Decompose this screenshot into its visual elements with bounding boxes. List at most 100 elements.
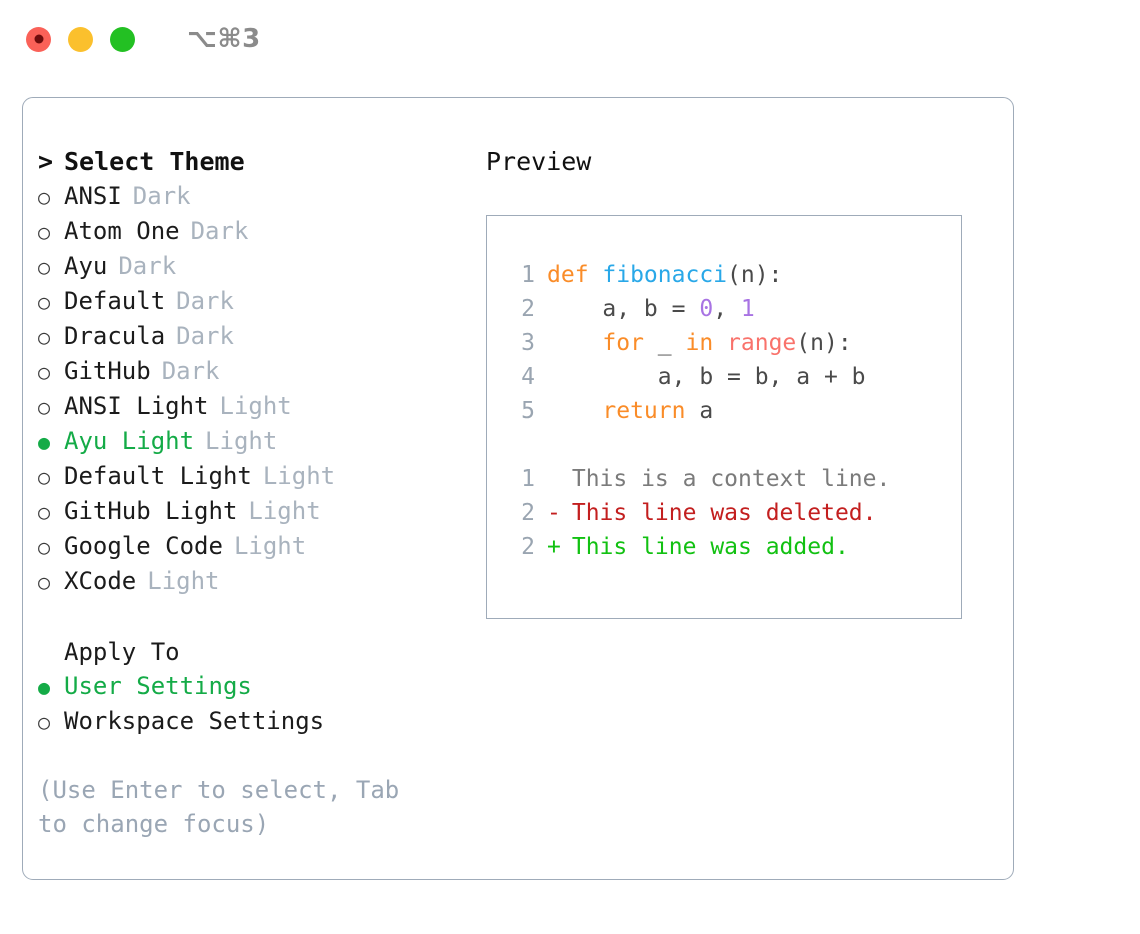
radio-unselected-icon: ○ (38, 535, 51, 559)
code-token-pl: a, b = (547, 296, 700, 322)
spacer (487, 428, 961, 462)
theme-option-label: ANSI Light (64, 392, 209, 420)
radio-unselected-icon: ○ (38, 255, 51, 279)
radio-unselected-icon: ○ (38, 220, 51, 244)
theme-option-label: Ayu (64, 252, 108, 280)
code-token-pl (547, 398, 602, 424)
theme-option-variant-tag: Light (262, 462, 336, 490)
window-controls (26, 26, 135, 52)
apply-to-heading-label: Apply To (64, 638, 180, 666)
theme-option-variant-tag: Dark (118, 252, 177, 280)
theme-option[interactable]: ○ GitHub Light Light (38, 494, 468, 529)
code-line-number: 3 (521, 330, 535, 356)
code-token-pl (547, 330, 602, 356)
code-token-pl: a, b = b, a + b (547, 364, 866, 390)
code-token-call: range (727, 330, 797, 356)
theme-option-variant-tag: Dark (190, 217, 249, 245)
code-token-pl: a (685, 398, 714, 424)
code-line: 1 def fibonacci(n): (487, 258, 961, 292)
close-button-icon[interactable] (26, 26, 51, 52)
diff-line-number: 2 (521, 500, 535, 526)
code-token-kw: for (602, 330, 644, 356)
preview-title: Preview (486, 147, 592, 176)
theme-option-label: XCode (64, 567, 137, 595)
theme-option-variant-tag: Dark (176, 322, 234, 350)
code-token-pl: _ (643, 330, 686, 356)
code-token-kw: return (602, 398, 686, 424)
code-token-pl: , (713, 296, 741, 322)
caret-icon: > (38, 147, 54, 176)
radio-unselected-icon: ○ (38, 465, 51, 489)
code-line-text: def fibonacci(n): (547, 258, 782, 292)
code-token-num: 0 (699, 296, 714, 322)
code-token-fn: fibonacci (602, 262, 728, 288)
diff-line-body: This line was deleted. (558, 500, 877, 526)
apply-to-list: ●User Settings○Workspace Settings (38, 669, 468, 739)
code-line-number: 1 (521, 262, 535, 288)
title-bar: ⌥⌘3 (0, 0, 1140, 78)
code-line-number: 5 (521, 398, 535, 424)
radio-unselected-icon: ○ (38, 360, 51, 384)
zoom-button-icon[interactable] (110, 26, 135, 52)
theme-option-variant-tag: Light (248, 497, 321, 525)
theme-option-variant-tag: Dark (176, 287, 234, 315)
diff-line-number: 2 (521, 534, 535, 560)
radio-unselected-icon: ○ (38, 185, 51, 209)
theme-option-variant-tag: Dark (161, 357, 220, 385)
code-token-num: 1 (740, 296, 755, 322)
diff-sample: 1 This is a context line.2- This line wa… (487, 462, 961, 564)
theme-option-label: Default (64, 287, 166, 315)
diff-line-body: This is a context line. (558, 466, 891, 492)
code-line: 5 return a (487, 394, 961, 428)
theme-option-variant-tag: Dark (132, 182, 191, 210)
select-theme-heading: > Select Theme (38, 145, 468, 179)
code-line-text: a, b = b, a + b (547, 360, 866, 394)
theme-option-label: Ayu Light (64, 427, 195, 455)
diff-line-body: This line was added. (558, 534, 849, 560)
code-token-kw: in (685, 330, 714, 356)
code-token-pl: (n): (727, 262, 783, 288)
diff-sign: + (547, 534, 561, 560)
apply-to-option-label: Workspace Settings (64, 707, 325, 735)
select-theme-heading-label: Select Theme (64, 147, 245, 176)
apply-to-heading: Apply To (38, 635, 468, 669)
spacer (38, 599, 468, 635)
theme-option-variant-tag: Light (205, 427, 278, 455)
minimize-button-icon[interactable] (68, 26, 93, 52)
diff-line-number: 1 (521, 466, 535, 492)
diff-line: 2- This line was deleted. (487, 496, 961, 530)
code-line-text: return a (547, 394, 713, 428)
theme-option-variant-tag: Light (147, 567, 220, 595)
radio-unselected-icon: ○ (38, 500, 51, 524)
diff-sign: - (547, 500, 561, 526)
code-line: 3 for _ in range(n): (487, 326, 961, 360)
code-line-number: 2 (521, 296, 535, 322)
theme-option-variant-tag: Light (219, 392, 292, 420)
keyboard-hint-text: (Use Enter to select, Tab to change focu… (38, 776, 400, 838)
keyboard-shortcut-label: ⌥⌘3 (187, 24, 261, 54)
apply-to-option[interactable]: ●User Settings (38, 669, 468, 704)
theme-option[interactable]: ● Ayu Light Light (38, 424, 468, 459)
radio-selected-icon: ● (38, 430, 51, 454)
diff-line: 1 This is a context line. (487, 462, 961, 496)
apply-to-option[interactable]: ○Workspace Settings (38, 704, 468, 739)
code-line: 2 a, b = 0, 1 (487, 292, 961, 326)
code-token-kw: def (547, 262, 603, 288)
theme-option[interactable]: ○ Ayu Dark (38, 249, 468, 284)
radio-unselected-icon: ○ (38, 325, 51, 349)
theme-option-label: GitHub Light (64, 497, 238, 525)
diff-line-text: This is a context line. (547, 462, 891, 496)
